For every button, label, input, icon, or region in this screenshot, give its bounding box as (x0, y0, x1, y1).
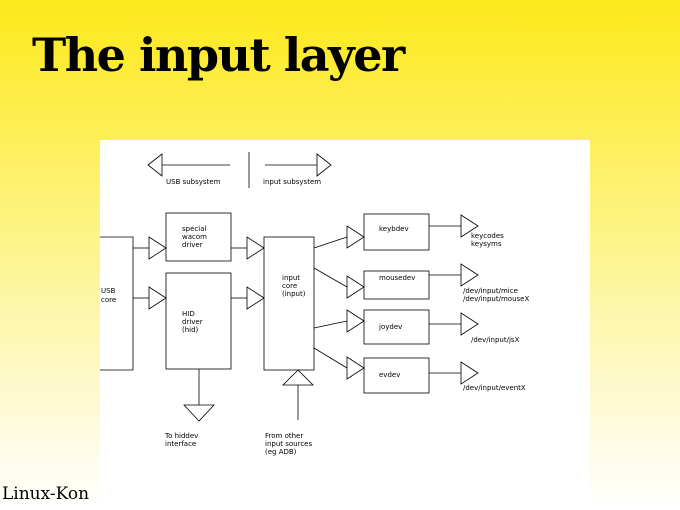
usb-core-box: USB core (100, 236, 134, 371)
input-layer-diagram: USB subsystem input subsystem USB core s… (100, 140, 590, 508)
wacom-driver-box: special wacom driver (165, 212, 232, 262)
legend-usb-subsystem-arrow (147, 153, 230, 177)
arrow-evdev-out (429, 361, 479, 385)
joydev-label: joydev (378, 323, 402, 331)
arrow-to-keybdev (346, 225, 365, 249)
arrow-to-hiddev (183, 369, 215, 422)
core-label-1: input (282, 274, 300, 282)
mousedev-label: mousedev (379, 274, 415, 282)
keybdev-box: keybdev (363, 213, 430, 251)
keybdev-output-2: keysyms (471, 240, 502, 248)
hiddev-label-2: interface (165, 440, 196, 448)
hid-label-3: (hid) (182, 326, 199, 334)
fanout-lines (313, 236, 348, 369)
other-sources-label-3: (eg ADB) (265, 448, 297, 456)
evdev-label: evdev (379, 371, 400, 379)
hiddev-label-1: To hiddev (164, 432, 198, 440)
mousedev-box: mousedev (363, 270, 430, 300)
core-label-3: (input) (282, 290, 306, 298)
joydev-output-1: /dev/input/jsX (471, 336, 520, 344)
arrow-to-mousedev (346, 275, 365, 299)
footer-label: Linux-Kon (2, 484, 90, 504)
arrow-to-evdev (346, 356, 365, 380)
hid-label-2: driver (182, 318, 203, 326)
keybdev-output-1: keycodes (471, 232, 504, 240)
arrow-hid-to-core (231, 286, 265, 310)
arrow-usb-to-hid (133, 286, 167, 310)
wacom-label-3: driver (182, 241, 203, 249)
usb-core-label-2: core (101, 296, 116, 304)
wacom-label-2: wacom (182, 233, 207, 241)
arrow-mousedev-out (429, 263, 479, 287)
mousedev-output-1: /dev/input/mice (463, 287, 518, 295)
evdev-output-1: /dev/input/eventX (463, 384, 526, 392)
other-sources-label-1: From other (265, 432, 303, 440)
evdev-box: evdev (363, 357, 430, 394)
joydev-box: joydev (363, 309, 430, 345)
core-label-2: core (282, 282, 297, 290)
input-core-box: input core (input) (263, 236, 315, 371)
arrow-wacom-to-core (231, 236, 265, 260)
arrow-keybdev-out (429, 214, 479, 238)
wacom-label-1: special (182, 225, 206, 233)
arrow-from-other-sources (282, 369, 314, 420)
other-sources-label-2: input sources (265, 440, 312, 448)
hid-label-1: HID (182, 310, 195, 318)
arrow-usb-to-wacom (133, 236, 167, 260)
legend-input-subsystem-arrow (265, 153, 332, 177)
usb-core-label-1: USB (101, 287, 116, 295)
keybdev-label: keybdev (379, 225, 409, 233)
slide-title: The input layer (32, 28, 405, 82)
hid-driver-box: HID driver (hid) (165, 272, 232, 370)
legend-input-label: input subsystem (263, 178, 321, 186)
legend-usb-label: USB subsystem (166, 178, 221, 186)
arrow-joydev-out (429, 312, 479, 336)
arrow-to-joydev (346, 309, 365, 333)
mousedev-output-2: /dev/input/mouseX (463, 295, 529, 303)
